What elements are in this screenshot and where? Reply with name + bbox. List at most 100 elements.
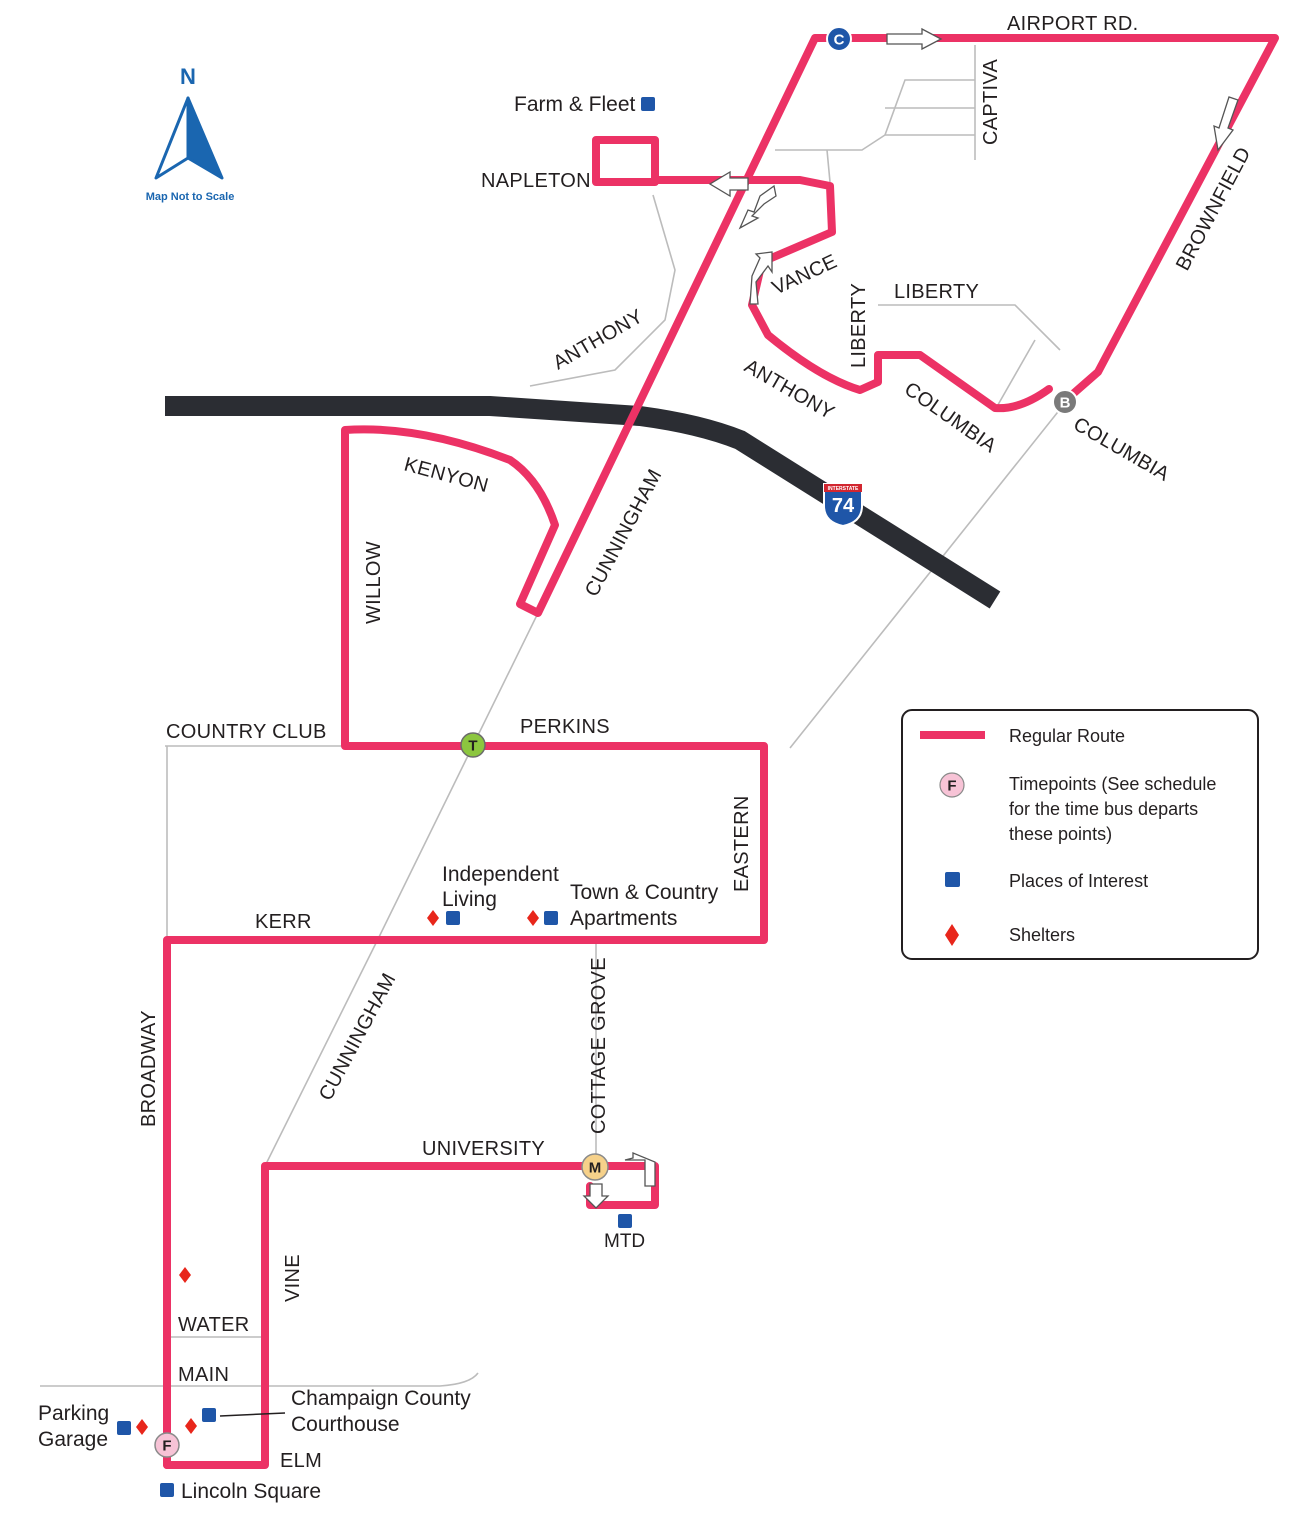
poi-town-country-icon [544,911,558,925]
street-label-eastern: EASTERN [731,795,753,892]
shelter-independent-living-icon [427,910,439,926]
timepoint-f-letter: F [162,1438,171,1455]
street-label-water: WATER [178,1314,250,1336]
north-arrow-icon [154,96,224,180]
legend-timepoint-letter: F [947,778,956,795]
place-label-independent-living-1: Independent [442,863,559,886]
street-label-captiva: CAPTIVA [980,58,1002,145]
street-label-anthony-east: ANTHONY [741,355,839,424]
poi-lincoln-square-icon [160,1483,174,1497]
street-label-perkins: PERKINS [520,716,610,738]
street-label-willow: WILLOW [363,541,385,624]
anthony-west-street [529,194,676,387]
legend-timepoints-line-1: Timepoints (See schedule [1009,774,1216,794]
timepoint-m: M [581,1153,609,1181]
shelter-broadway-icon [179,1267,191,1283]
legend-shelters-label: Shelters [1009,925,1075,945]
legend-route-label: Regular Route [1009,726,1125,746]
map-not-to-scale-note: Map Not to Scale [146,191,235,203]
timepoint-b-letter: B [1060,395,1071,412]
cunningham-south-street [264,612,539,1167]
columbia-diagonal [789,402,1066,749]
poi-courthouse-icon [202,1408,216,1422]
route-south-loop [163,1162,659,1469]
main-street [40,1372,479,1387]
liberty-street [878,304,1061,351]
place-label-courthouse-2: Courthouse [291,1413,400,1436]
street-label-liberty-horizontal: LIBERTY [894,281,979,303]
legend-places-label: Places of Interest [1009,871,1148,891]
courthouse-leader-line [219,1412,286,1417]
street-label-napleton: NAPLETON [481,170,591,192]
liberty-connector [994,339,1036,411]
street-label-cunningham-south: CUNNINGHAM [315,970,401,1105]
captiva-connector [775,134,886,151]
direction-arrows [582,27,1239,1209]
direction-arrow-southwest-icon [1213,96,1239,152]
street-label-university: UNIVERSITY [422,1138,545,1160]
place-label-lincoln-square: Lincoln Square [181,1480,321,1503]
poi-mtd-icon [618,1214,632,1228]
direction-arrow-mtd-loop-icon [624,1152,656,1187]
place-label-parking-1: Parking [38,1402,109,1425]
legend-place-icon [945,872,960,887]
interstate-shield-top-label: INTERSTATE [828,486,859,492]
route-east-loop [592,136,1053,413]
interstate-74-highway [165,396,1001,609]
shelter-courthouse-icon [185,1418,197,1434]
street-label-cunningham-north: CUNNINGHAM [581,466,667,601]
poi-parking-garage-icon [117,1421,131,1435]
street-label-vine: VINE [282,1254,304,1302]
legend-timepoints-line-2: for the time bus departs [1009,799,1198,819]
timepoints: C B T M F [154,26,1078,1458]
timepoint-m-letter: M [589,1160,602,1177]
street-label-columbia-west: COLUMBIA [900,378,1000,458]
street-label-cottage-grove: COTTAGE GROVE [588,957,610,1134]
north-arrow: N Map Not to Scale [146,64,235,203]
north-letter: N [180,64,196,89]
street-label-anthony-west: ANTHONY [550,305,648,374]
timepoint-c: C [826,26,852,52]
interstate-74-shield-icon: INTERSTATE 74 [823,483,863,528]
street-label-airport: AIRPORT RD. [1007,13,1138,35]
place-label-town-country-2: Apartments [570,907,677,930]
direction-arrow-east-icon [886,27,943,51]
street-label-kenyon: KENYON [402,454,491,498]
legend: Regular Route F Timepoints (See schedule… [901,709,1259,960]
place-label-farm-fleet: Farm & Fleet [514,93,636,116]
place-label-independent-living-2: Living [442,888,497,911]
place-labels: Farm & Fleet Independent Living Town & C… [38,93,719,1503]
timepoint-c-letter: C [834,32,845,49]
street-label-liberty-vertical: LIBERTY [848,283,870,368]
place-label-town-country-1: Town & Country [570,881,719,904]
poi-farm-fleet-icon [641,97,655,111]
route-main-loop [163,34,1279,1469]
captiva-spur-1 [884,79,975,136]
shelter-town-country-icon [527,910,539,926]
timepoint-t-letter: T [468,738,477,755]
place-label-mtd: MTD [604,1231,645,1252]
legend-box [901,709,1259,960]
legend-timepoints-line-3: these points) [1009,824,1112,844]
shelters [136,910,539,1435]
interstate-shield-number: 74 [832,495,855,517]
direction-arrow-south-mtd-icon [582,1183,610,1209]
street-label-kerr: KERR [255,911,312,933]
poi-independent-living-icon [446,911,460,925]
direction-arrow-west-icon [708,170,749,198]
places-of-interest [117,97,655,1497]
timepoint-b: B [1052,389,1078,415]
street-label-country-club: COUNTRY CLUB [166,721,327,743]
minor-streets [40,45,1066,1387]
place-label-courthouse-1: Champaign County [291,1387,471,1410]
vance-north-connector [826,149,831,183]
direction-arrow-north-vance-icon [749,251,773,305]
street-label-columbia-east: COLUMBIA [1070,413,1174,486]
legend-timepoint-icon [939,772,965,798]
street-label-broadway: BROADWAY [138,1010,160,1127]
place-label-parking-2: Garage [38,1428,108,1451]
timepoint-f: F [154,1432,180,1458]
regular-route [163,34,1279,1469]
